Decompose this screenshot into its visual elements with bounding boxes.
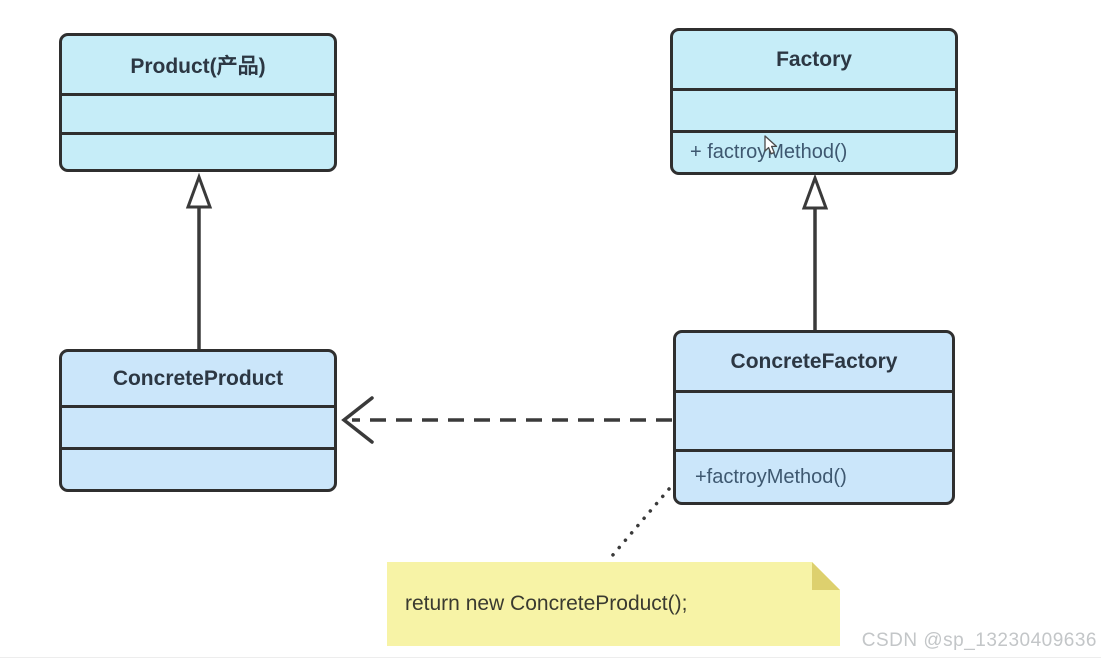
class-title-product: Product(产品)	[130, 54, 266, 78]
attributes-compartment-concrete-factory	[676, 390, 952, 449]
bottom-divider-line	[0, 657, 1101, 658]
note-body	[387, 562, 840, 646]
class-box-concrete-factory: ConcreteFactory +factroyMethod()	[673, 330, 955, 505]
attributes-compartment-product	[62, 93, 334, 132]
methods-compartment-concrete-product	[62, 447, 334, 489]
class-title-factory: Factory	[776, 47, 852, 71]
class-box-factory: Factory + factroyMethod()	[670, 28, 958, 175]
attributes-compartment-concrete-product	[62, 405, 334, 447]
class-title-concrete-factory: ConcreteFactory	[730, 349, 898, 373]
note-text: return new ConcreteProduct();	[405, 592, 688, 615]
note-fold-corner-icon	[812, 562, 840, 590]
class-title-concrete-product: ConcreteProduct	[112, 366, 284, 390]
methods-compartment-product	[62, 132, 334, 169]
attributes-compartment-factory	[673, 88, 955, 130]
inheritance-arrow-concreteproduct-to-product	[185, 172, 213, 349]
class-box-concrete-product: ConcreteProduct	[59, 349, 337, 492]
watermark-text: CSDN @sp_13230409636	[861, 630, 1097, 651]
inheritance-arrow-concretefactory-to-factory	[801, 173, 829, 330]
mouse-cursor-icon	[764, 135, 778, 155]
uml-note: return new ConcreteProduct();	[387, 562, 840, 646]
dependency-arrow-concretefactory-to-concreteproduct	[341, 396, 672, 444]
methods-compartment-concrete-factory: +factroyMethod()	[676, 449, 952, 502]
class-box-product: Product(产品)	[59, 33, 337, 172]
methods-compartment-factory: + factroyMethod()	[673, 130, 955, 172]
note-anchor-dotted-line	[610, 487, 671, 558]
